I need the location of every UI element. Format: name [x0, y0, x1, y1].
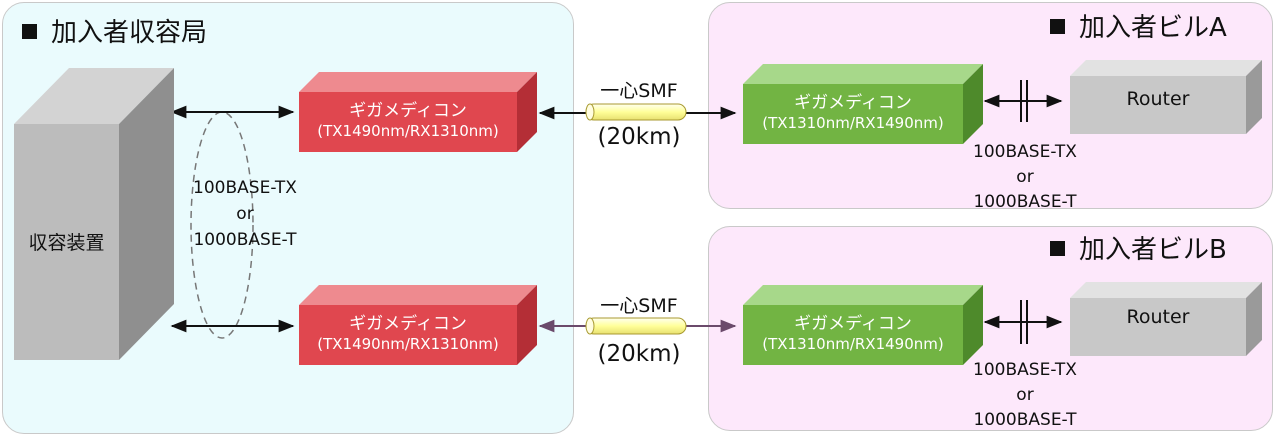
building-a-link-type-label: 100BASE-TX or 1000BASE-T	[973, 142, 1077, 212]
link-group-ellipse	[190, 111, 254, 339]
media-converter-spec: (TX1490nm/RX1310nm)	[317, 122, 499, 140]
router-label: Router	[1126, 306, 1190, 328]
router-building-a: Router	[1070, 60, 1262, 134]
media-converter-spec: (TX1310nm/RX1490nm)	[762, 114, 944, 132]
fiber-bottom-distance: (20km)	[597, 341, 681, 367]
building-a-title: 加入者ビルA	[1050, 7, 1227, 44]
router-label: Router	[1126, 88, 1190, 110]
accommodation-device: 収容装置	[14, 68, 174, 360]
square-bullet-icon	[1050, 19, 1065, 34]
media-converter-building-b: ギガメディコン (TX1310nm/RX1490nm)	[743, 285, 983, 365]
building-b-link-type-label: 100BASE-TX or 1000BASE-T	[973, 360, 1077, 430]
fiber-top-label: 一心SMF	[600, 80, 678, 102]
media-converter-spec: (TX1490nm/RX1310nm)	[317, 335, 499, 353]
central-office-title: 加入者収容局	[22, 12, 207, 49]
media-converter-central-top: ギガメディコン (TX1490nm/RX1310nm)	[299, 72, 537, 152]
accommodation-device-label: 収容装置	[28, 232, 105, 254]
fiber-bottom-tube	[585, 317, 687, 335]
fiber-bottom-label: 一心SMF	[600, 295, 678, 317]
square-bullet-icon	[1050, 241, 1065, 256]
building-b-title: 加入者ビルB	[1050, 229, 1227, 266]
fiber-top-tube	[585, 103, 687, 121]
square-bullet-icon	[22, 24, 37, 39]
media-converter-name: ギガメディコン	[794, 93, 912, 113]
media-converter-name: ギガメディコン	[349, 314, 467, 334]
central-link-type-label: 100BASE-TX or 1000BASE-T	[193, 178, 297, 250]
media-converter-name: ギガメディコン	[349, 101, 467, 121]
media-converter-building-a: ギガメディコン (TX1310nm/RX1490nm)	[743, 64, 983, 144]
media-converter-name: ギガメディコン	[794, 314, 912, 334]
media-converter-central-bottom: ギガメディコン (TX1490nm/RX1310nm)	[299, 285, 537, 365]
media-converter-spec: (TX1310nm/RX1490nm)	[762, 335, 944, 353]
router-building-b: Router	[1070, 282, 1262, 356]
fiber-top-distance: (20km)	[597, 124, 681, 150]
